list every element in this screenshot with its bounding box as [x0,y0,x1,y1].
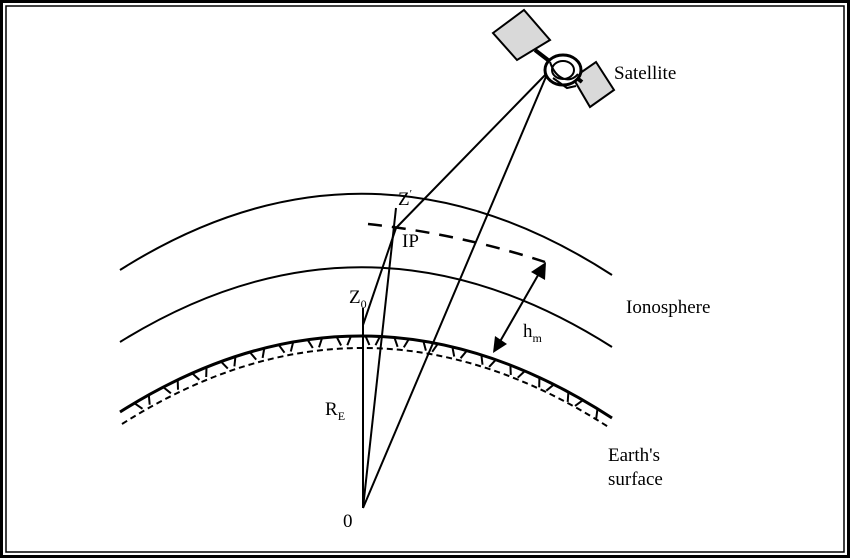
hm-sub: m [532,331,542,345]
hm-arrow-head-bottom [493,336,507,353]
hatch-mark [488,359,497,368]
hatch-mark [595,408,599,419]
re-sub: E [337,409,346,423]
z0-letter: Z [349,287,361,308]
z0-sub: 0 [360,297,367,311]
hatch-mark [566,391,570,402]
satellite-panel-right [571,60,616,109]
hatch-mark [431,343,439,353]
hatch-mark [147,394,151,405]
hatch-mark [480,354,484,365]
hatch-mark [306,339,314,349]
hatch-mark [374,335,381,346]
inner-frame [5,5,845,553]
hatch-mark [574,399,584,407]
satellite-panel-left [491,8,552,62]
hatch-mark [517,370,526,379]
ionosphere-lower-boundary [119,266,613,348]
ionosphere-label: Ionosphere [626,297,711,318]
ionosphere-upper-boundary [119,192,613,276]
hatch-mark [422,340,427,351]
hm-letter: h [523,321,533,342]
satellite-detail [549,61,579,81]
hm-arrow-head-top [531,262,546,280]
satellite-body [543,53,583,87]
hatch-mark [402,338,410,348]
origin-label: 0 [343,511,353,532]
hatch-mark [459,349,468,359]
origin-to-satellite-line [362,71,549,509]
hatch-mark [249,351,257,361]
earth-surface-label-line2: surface [608,468,663,490]
satellite-label: Satellite [614,63,677,84]
hm-arrow-line [497,269,542,346]
zenith-prime-letter: Z [398,189,410,210]
earth-surface-texture [121,347,611,429]
hatch-mark [318,337,324,348]
hatch-mark [393,337,399,348]
hatch-mark [346,335,352,346]
satellite-icon [491,8,616,109]
re-letter: R [325,399,338,420]
earth-surface-line [119,334,613,420]
earth-surface-label-line1: Earth's [608,445,660,466]
ipp-label: IP [402,231,419,252]
hatch-mark [545,383,555,392]
hatch-mark [335,336,342,346]
hatch-mark [364,335,371,346]
hatch-mark [133,402,144,410]
earth-surface-hatching [133,335,599,419]
receiver-to-ipp-line [362,227,397,326]
hatch-mark [261,348,266,359]
hatch-mark [451,346,456,357]
satellite-detail-2 [552,77,577,90]
z0-label: Z0 [349,287,367,310]
hatch-mark [162,386,172,395]
hatch-mark [220,360,229,370]
zenith-prime-sup: ′ [409,188,413,200]
zenith-prime-line [362,207,397,509]
satellite-arm-left [533,48,550,62]
hatch-mark [191,372,201,381]
hatch-mark [233,356,237,367]
hm-label: hm [523,321,542,344]
hatch-mark [277,344,286,354]
hatch-mark [289,341,295,352]
ray-to-satellite-line [395,71,549,229]
zenith-prime-label: Z′ [398,188,413,210]
earth-surface-label: Earth's surface [608,444,663,492]
re-label: RE [325,399,345,422]
